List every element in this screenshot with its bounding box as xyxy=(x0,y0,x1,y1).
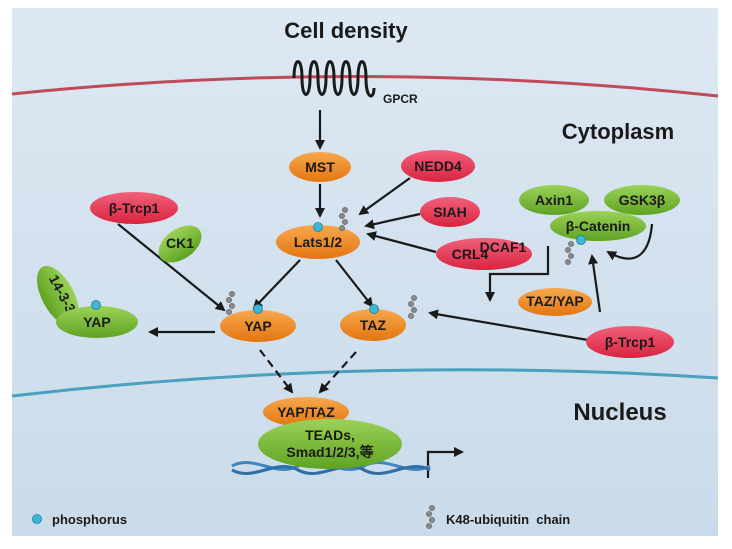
cytoplasm-label: Cytoplasm xyxy=(562,119,674,144)
arrow-siah-to-lats xyxy=(364,212,421,230)
phospho-yap-icon xyxy=(253,304,263,314)
btrcp-right-label: β-Trcp1 xyxy=(605,334,656,350)
node-bcatenin: β-Catenin xyxy=(550,211,646,241)
arrow-nedd4-to-lats xyxy=(358,177,411,216)
crl4-label: CRL4 xyxy=(452,246,489,262)
legend-phospho-icon xyxy=(32,514,42,524)
node-gsk3b: GSK3β xyxy=(604,185,680,215)
dna-strand-bottom xyxy=(231,465,431,475)
legend-phospho-label: phosphorus xyxy=(52,512,127,527)
arrow-crl4-to-lats xyxy=(366,231,437,254)
node-siah: SIAH xyxy=(420,197,480,227)
arrow-lats-to-taz xyxy=(335,259,374,308)
node-yap-bound: YAP xyxy=(56,306,138,338)
gpcr-label: GPCR xyxy=(383,92,418,106)
tf-line1-label: TEADs, xyxy=(305,427,355,443)
lats-label: Lats1/2 xyxy=(294,234,342,250)
tazyap-label: TAZ/YAP xyxy=(526,293,584,309)
btrcp-left-label: β-Trcp1 xyxy=(109,200,160,216)
arrow-btrcp-to-catenin xyxy=(588,254,602,313)
legend-ubiquitin-icon xyxy=(426,505,435,529)
nuclear-membrane xyxy=(11,368,719,398)
node-tazyap: TAZ/YAP xyxy=(518,288,592,316)
node-mst: MST xyxy=(289,152,351,182)
node-ck1: CK1 xyxy=(158,225,202,263)
node-lats: Lats1/2 xyxy=(276,225,360,259)
diagram-title: Cell density xyxy=(284,18,408,43)
phospho-catenin-icon xyxy=(576,235,586,245)
yaptaz-nuc-label: YAP/TAZ xyxy=(277,404,335,420)
legend-ubiquitin-label: K48-ubiquitin chain xyxy=(446,512,570,527)
node-taz: TAZ xyxy=(340,309,406,341)
mst-label: MST xyxy=(305,159,335,175)
arrow-yap-to-nucleus xyxy=(259,349,294,394)
phospho-taz-icon xyxy=(369,304,379,314)
node-yap: YAP xyxy=(220,310,296,342)
gsk3b-label: GSK3β xyxy=(619,192,666,208)
arrow-btrcp-to-taz xyxy=(428,309,589,342)
arrow-catenin-to-tazyap xyxy=(485,246,550,302)
ubiquitin-yap-icon xyxy=(226,291,235,315)
siah-label: SIAH xyxy=(433,204,466,220)
phospho-lats-icon xyxy=(313,222,323,232)
node-btrcp-left: β-Trcp1 xyxy=(90,192,178,224)
arrows-layer xyxy=(117,110,654,478)
taz-label: TAZ xyxy=(360,317,387,333)
phospho-dots xyxy=(32,222,586,524)
node-btrcp-right: β-Trcp1 xyxy=(586,326,674,358)
yap-bound-label: YAP xyxy=(83,314,111,330)
node-transcription-factors: TEADs, Smad1/2/3,等 xyxy=(258,419,402,469)
node-crl4: CRL4 DCAF1 xyxy=(436,238,532,270)
tf-line2-label: Smad1/2/3,等 xyxy=(286,444,373,460)
arrow-btrcp-to-yap xyxy=(117,223,226,312)
ubiquitin-chains xyxy=(226,207,574,529)
ubiquitin-taz-icon xyxy=(408,295,417,319)
arrow-gsk3b-loop xyxy=(606,223,654,261)
ck1-label: CK1 xyxy=(166,235,194,251)
nedd4-label: NEDD4 xyxy=(414,158,462,174)
axin1-label: Axin1 xyxy=(535,192,573,208)
ubiquitin-catenin-icon xyxy=(565,241,574,265)
gpcr-receptor-icon xyxy=(292,60,376,98)
ubiquitin-lats-icon xyxy=(339,207,348,231)
crl4-superscript: DCAF1 xyxy=(480,239,527,255)
nucleus-label: Nucleus xyxy=(573,399,666,426)
node-axin1: Axin1 xyxy=(519,185,589,215)
phospho-yap-bound-icon xyxy=(91,300,101,310)
yap-label: YAP xyxy=(244,318,272,334)
arrow-lats-to-yap xyxy=(252,259,301,310)
arrow-taz-to-nucleus xyxy=(318,351,357,394)
node-nedd4: NEDD4 xyxy=(401,150,475,182)
bcatenin-label: β-Catenin xyxy=(566,218,631,234)
